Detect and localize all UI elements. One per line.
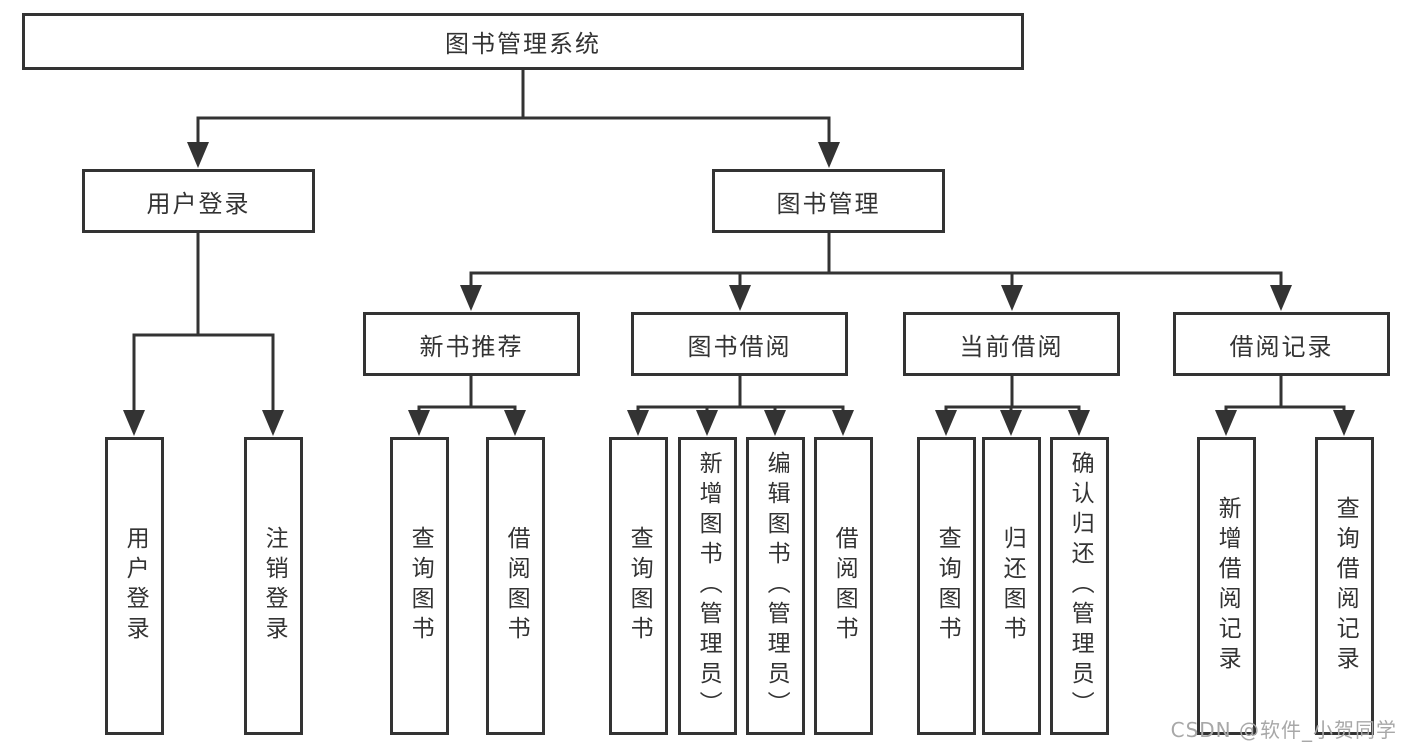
arrow-down-icon [729,285,751,311]
node-book-borrow-label: 图书借阅 [687,332,792,361]
leaf-bb-add-books-admin-label: 新增图书（管理员） [695,451,722,721]
connector-new-book-rec-to-leaves [417,376,517,414]
arrow-down-icon [1000,410,1022,436]
node-new-book-rec-label: 新书推荐 [419,332,524,361]
leaf-rec-query-books-label: 查询图书 [407,526,434,646]
arrow-down-icon [832,410,854,436]
leaf-br-query-record-label: 查询借阅记录 [1332,496,1359,676]
node-new-book-rec: 新书推荐 [363,312,580,376]
arrow-down-icon [504,410,526,436]
leaf-logout-label: 注销登录 [261,526,288,646]
node-user-login-label: 用户登录 [146,189,251,218]
leaf-cb-confirm-return-admin-label: 确认归还（管理员） [1067,451,1094,721]
leaf-rec-borrow-books-label: 借阅图书 [503,526,530,646]
connector-user-login-to-leaves [132,233,275,414]
arrowheads [123,142,1355,436]
connector-borrow-records-to-leaves [1224,376,1346,414]
leaf-cb-confirm-return-admin: 确认归还（管理员） [1050,437,1109,735]
leaf-user-login: 用户登录 [105,437,164,735]
arrow-down-icon [262,410,284,436]
leaf-br-query-record: 查询借阅记录 [1315,437,1374,735]
node-root-system: 图书管理系统 [22,13,1024,70]
leaf-rec-borrow-books: 借阅图书 [486,437,545,735]
node-current-borrow: 当前借阅 [903,312,1120,376]
connector-book-mgmt-to-sections [469,233,1283,290]
leaf-br-add-record-label: 新增借阅记录 [1214,496,1241,676]
node-book-mgmt-label: 图书管理 [776,189,881,218]
node-current-borrow-label: 当前借阅 [959,332,1064,361]
arrow-down-icon [764,410,786,436]
node-user-login-branch: 用户登录 [82,169,315,233]
arrow-down-icon [187,142,209,168]
arrow-down-icon [1270,285,1292,311]
arrow-down-icon [1001,285,1023,311]
arrow-down-icon [408,410,430,436]
arrow-down-icon [1333,410,1355,436]
arrow-down-icon [818,142,840,168]
node-borrow-records-label: 借阅记录 [1229,332,1334,361]
csdn-watermark: CSDN @软件_小贺同学 [1170,718,1397,742]
leaf-user-login-label: 用户登录 [122,526,149,646]
connector-book-borrow-to-leaves [636,376,845,414]
arrow-down-icon [1068,410,1090,436]
leaf-bb-edit-books-admin-label: 编辑图书（管理员） [763,451,790,721]
leaf-bb-query-books: 查询图书 [609,437,668,735]
arrow-down-icon [935,410,957,436]
leaf-cb-return-books-label: 归还图书 [999,526,1026,646]
node-borrow-records: 借阅记录 [1173,312,1390,376]
leaf-bb-borrow-books: 借阅图书 [814,437,873,735]
leaf-cb-query-books-label: 查询图书 [934,526,961,646]
leaf-logout: 注销登录 [244,437,303,735]
leaf-rec-query-books: 查询图书 [390,437,449,735]
leaf-br-add-record: 新增借阅记录 [1197,437,1256,735]
connector-root-to-branches [196,70,831,146]
node-root-label: 图书管理系统 [445,30,601,58]
arrow-down-icon [123,410,145,436]
leaf-bb-edit-books-admin: 编辑图书（管理员） [746,437,805,735]
arrow-down-icon [627,410,649,436]
leaf-cb-return-books: 归还图书 [982,437,1041,735]
leaf-bb-add-books-admin: 新增图书（管理员） [678,437,737,735]
arrow-down-icon [696,410,718,436]
node-book-mgmt-branch: 图书管理 [712,169,945,233]
leaf-bb-query-books-label: 查询图书 [626,526,653,646]
leaf-cb-query-books: 查询图书 [917,437,976,735]
node-book-borrow: 图书借阅 [631,312,848,376]
leaf-bb-borrow-books-label: 借阅图书 [831,526,858,646]
arrow-down-icon [460,285,482,311]
connector-current-borrow-to-leaves [944,376,1081,414]
arrow-down-icon [1215,410,1237,436]
